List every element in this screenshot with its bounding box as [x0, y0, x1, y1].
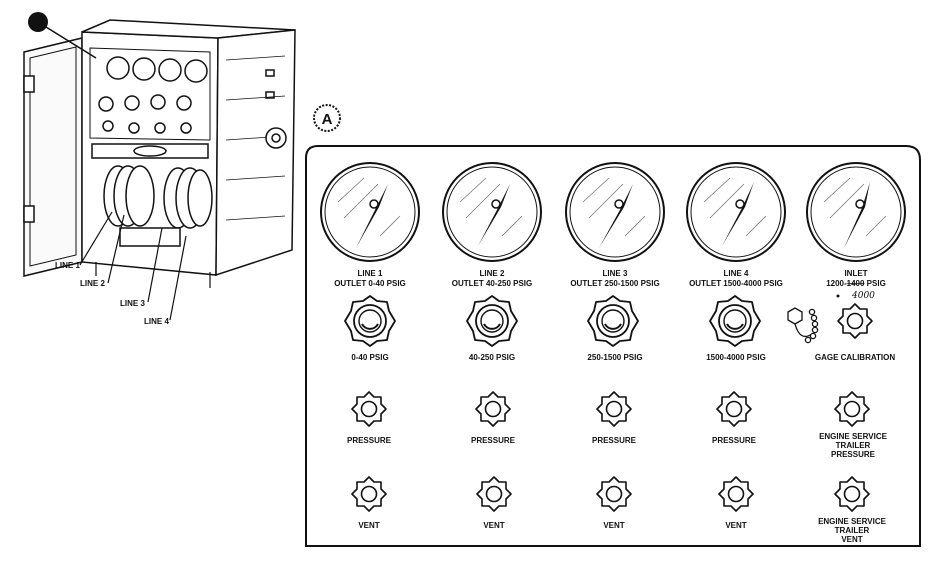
pressure-valve-2-label: PRESSURE [471, 436, 516, 445]
chain-cap-icon [787, 307, 819, 344]
callout-letter: A [33, 15, 43, 30]
gauge-4-label-top: LINE 4 [724, 269, 749, 278]
line-leaders [79, 211, 187, 321]
callout-marker-cabinet: A [28, 12, 97, 59]
gauge-inlet-label-range: 1200-1400 PSIG [826, 279, 886, 288]
regulator-4-label: 1500-4000 PSIG [706, 353, 766, 362]
regulator-1-label: 0-40 PSIG [351, 353, 388, 362]
mini-gauges [106, 56, 208, 83]
gauge-2-label-range: OUTLET 40-250 PSIG [452, 279, 532, 288]
gauge-inlet-handwritten-note: 4000 [851, 291, 875, 301]
engine-service-pressure-label-1: ENGINE SERVICE [819, 432, 888, 441]
pressure-valve-1-label: PRESSURE [347, 436, 392, 445]
gauge-4 [686, 162, 786, 262]
pressure-valve-4[interactable] [716, 391, 752, 427]
regulator-3-label: 250-1500 PSIG [587, 353, 642, 362]
pressure-valve-3-label: PRESSURE [592, 436, 637, 445]
vent-valve-2-label: VENT [483, 521, 504, 530]
vent-valve-1[interactable] [351, 476, 387, 512]
pressure-valve-2[interactable] [475, 391, 511, 427]
line-2-label: LINE 2 [80, 279, 105, 288]
regulator-2-label: 40-250 PSIG [469, 353, 515, 362]
vent-valve-4-label: VENT [725, 521, 746, 530]
vent-valve-4[interactable] [718, 476, 754, 512]
engine-service-trailer-vent-valve[interactable] [834, 476, 870, 512]
callout-marker-detail: A [313, 104, 341, 132]
gauge-inlet [806, 162, 906, 262]
gauge-3-label-top: LINE 3 [603, 269, 628, 278]
regulator-4[interactable] [709, 295, 761, 347]
pressure-valve-4-label: PRESSURE [712, 436, 757, 445]
regulator-2[interactable] [466, 295, 518, 347]
gauge-2 [442, 162, 542, 262]
gauge-inlet-label-top: INLET [844, 269, 867, 278]
vent-valve-2[interactable] [476, 476, 512, 512]
pressure-valve-1[interactable] [351, 391, 387, 427]
regulator-1[interactable] [344, 295, 396, 347]
gauge-3-label-range: OUTLET 250-1500 PSIG [570, 279, 659, 288]
vent-valve-1-label: VENT [358, 521, 379, 530]
engine-service-pressure-label-2: TRAILER [836, 441, 871, 450]
gauge-1-label-range: OUTLET 0-40 PSIG [334, 279, 406, 288]
vent-valve-3-label: VENT [603, 521, 624, 530]
gage-calibration-label: GAGE CALIBRATION [815, 353, 896, 362]
line-1-label: LINE 1 [55, 261, 80, 270]
pressure-valve-3[interactable] [596, 391, 632, 427]
vent-valve-3[interactable] [596, 476, 632, 512]
hose-reels [103, 165, 213, 229]
gauge-2-label-top: LINE 2 [480, 269, 505, 278]
line-3-label: LINE 3 [120, 299, 145, 308]
line-4-label: LINE 4 [144, 317, 169, 326]
engine-service-vent-label-1: ENGINE SERVICE [818, 517, 887, 526]
gauge-1-label-top: LINE 1 [358, 269, 383, 278]
regulator-3[interactable] [587, 295, 639, 347]
gage-calibration-valve[interactable] [837, 303, 873, 339]
engine-service-pressure-label-3: PRESSURE [831, 450, 876, 459]
gauge-3 [565, 162, 665, 262]
engine-service-vent-label-2: TRAILER [835, 526, 870, 535]
callout-letter: A [322, 111, 333, 128]
cabinet-door [23, 37, 83, 277]
gauge-4-label-range: OUTLET 1500-4000 PSIG [689, 279, 783, 288]
engine-service-trailer-pressure-valve[interactable] [834, 391, 870, 427]
gauge-1 [320, 162, 420, 262]
cabinet-illustration [23, 19, 296, 288]
engine-service-vent-label-3: VENT [841, 535, 862, 544]
